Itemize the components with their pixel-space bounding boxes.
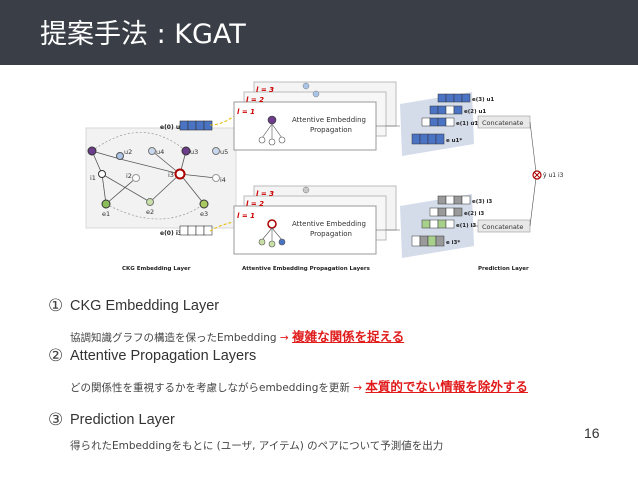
panel-label-attentive: Attentive Embedding Propagation Layers <box>242 266 371 272</box>
node-label-e3: e3 <box>200 210 208 218</box>
ckg-graph-panel <box>85 127 237 229</box>
layer-label-top-1: l = 1 <box>237 108 255 116</box>
item-2-arrow: → <box>353 382 363 394</box>
prediction-label: ŷ u1 i3 <box>543 172 564 179</box>
node-label-e1: e1 <box>102 210 110 218</box>
slide-header: 提案手法 : KGAT <box>0 0 638 65</box>
node-label-i4: i4 <box>220 176 226 184</box>
item-2-title: Attentive Propagation Layers <box>70 348 257 364</box>
user-node-u2 <box>116 152 124 160</box>
item-1-highlight: 複雑な関係を捉える <box>292 329 405 344</box>
layer-label-top-3: l = 3 <box>256 86 274 94</box>
item-3-title: Prediction Layer <box>70 412 175 428</box>
layer-label-bottom-3: l = 3 <box>256 190 274 198</box>
block-label-bottom-line1: Attentive Embedding <box>292 220 366 228</box>
block-label-top-line1: Attentive Embedding <box>292 116 366 124</box>
output-user-label-star: e u1* <box>446 138 462 144</box>
layer-label-bottom-2: l = 2 <box>246 200 264 208</box>
node-label-u2: u2 <box>124 148 132 156</box>
item-3-number: ③ <box>48 410 64 430</box>
panel-label-prediction: Prediction Layer <box>478 266 529 272</box>
concatenate-label-top: Concatenate <box>482 119 523 127</box>
item-node-i1 <box>98 170 106 178</box>
item-embedding-label: e(0) i3 <box>160 230 182 237</box>
output-item-label-1: e(1) i3 <box>456 223 476 229</box>
output-user-label-3: e(3) u1 <box>472 97 494 103</box>
item-output-vectors <box>411 195 471 247</box>
item-2-number: ② <box>48 346 64 366</box>
item-1-description: 協調知識グラフの構造を保ったEmbedding → 複雑な関係を捉える <box>70 326 404 345</box>
attentive-stack-top: l = 3 l = 2 l = 1 Attentive Embedding Pr… <box>233 81 397 151</box>
node-label-i1: i1 <box>90 174 96 182</box>
output-user-label-2: e(2) u1 <box>464 109 486 115</box>
node-label-u5: u5 <box>220 148 228 156</box>
item-1-desc-text: 協調知識グラフの構造を保ったEmbedding <box>70 332 277 344</box>
user-output-vectors <box>411 93 471 145</box>
slide-title: 提案手法 : KGAT <box>40 19 246 50</box>
layer-label-bottom-1: l = 1 <box>237 212 255 220</box>
entity-node-e1 <box>101 199 111 209</box>
layer-label-top-2: l = 2 <box>246 96 264 104</box>
block-label-top-line2: Propagation <box>310 126 352 134</box>
item-embedding-vector <box>179 225 213 236</box>
item-node-i4 <box>212 174 220 182</box>
item-1-number: ① <box>48 296 64 316</box>
item-3-description: 得られたEmbeddingをもとに (ユーザ, アイテム) のペアについて予測値… <box>70 440 444 452</box>
panel-label-ckg: CKG Embedding Layer <box>122 266 191 272</box>
item-2-highlight: 本質的でない情報を除外する <box>365 379 528 394</box>
output-item-label-star: e i3* <box>446 240 460 246</box>
attentive-stack-bottom: l = 3 l = 2 l = 1 Attentive Embedding Pr… <box>233 185 397 255</box>
item-2-description: どの関係性を重視するかを考慮しながらembeddingを更新 → 本質的でない情… <box>70 376 528 395</box>
kgat-architecture-figure: u2 u4 u5 u3 i1 i2 i3 i4 e1 e2 e3 e(0) u1… <box>85 81 564 272</box>
node-label-u3: u3 <box>190 148 198 156</box>
node-label-e2: e2 <box>146 208 154 216</box>
concatenate-label-bottom: Concatenate <box>482 223 523 231</box>
node-label-u4: u4 <box>156 148 164 156</box>
user-node-u5 <box>212 147 220 155</box>
block-label-bottom-line2: Propagation <box>310 230 352 238</box>
node-label-i2: i2 <box>126 172 132 180</box>
item-1-arrow: → <box>279 332 289 344</box>
user-node-u4 <box>148 147 156 155</box>
user-node-u3 <box>181 146 191 156</box>
item-node-i2 <box>132 174 140 182</box>
item-node-i3 <box>174 168 186 180</box>
output-item-label-2: e(2) i3 <box>464 211 484 217</box>
user-embedding-vector <box>179 120 213 131</box>
node-label-i3: i3 <box>168 171 174 179</box>
item-1-title: CKG Embedding Layer <box>70 298 220 314</box>
output-item-label-3: e(3) i3 <box>472 199 492 205</box>
entity-node-e2 <box>146 198 154 206</box>
item-2-desc-text: どの関係性を重視するかを考慮しながらembeddingを更新 <box>70 382 350 394</box>
entity-node-e3 <box>199 199 209 209</box>
user-node-u1 <box>87 146 97 156</box>
output-user-label-1: e(1) u1 <box>456 121 478 127</box>
page-number: 16 <box>584 425 600 441</box>
user-embedding-label: e(0) u1 <box>160 124 184 131</box>
